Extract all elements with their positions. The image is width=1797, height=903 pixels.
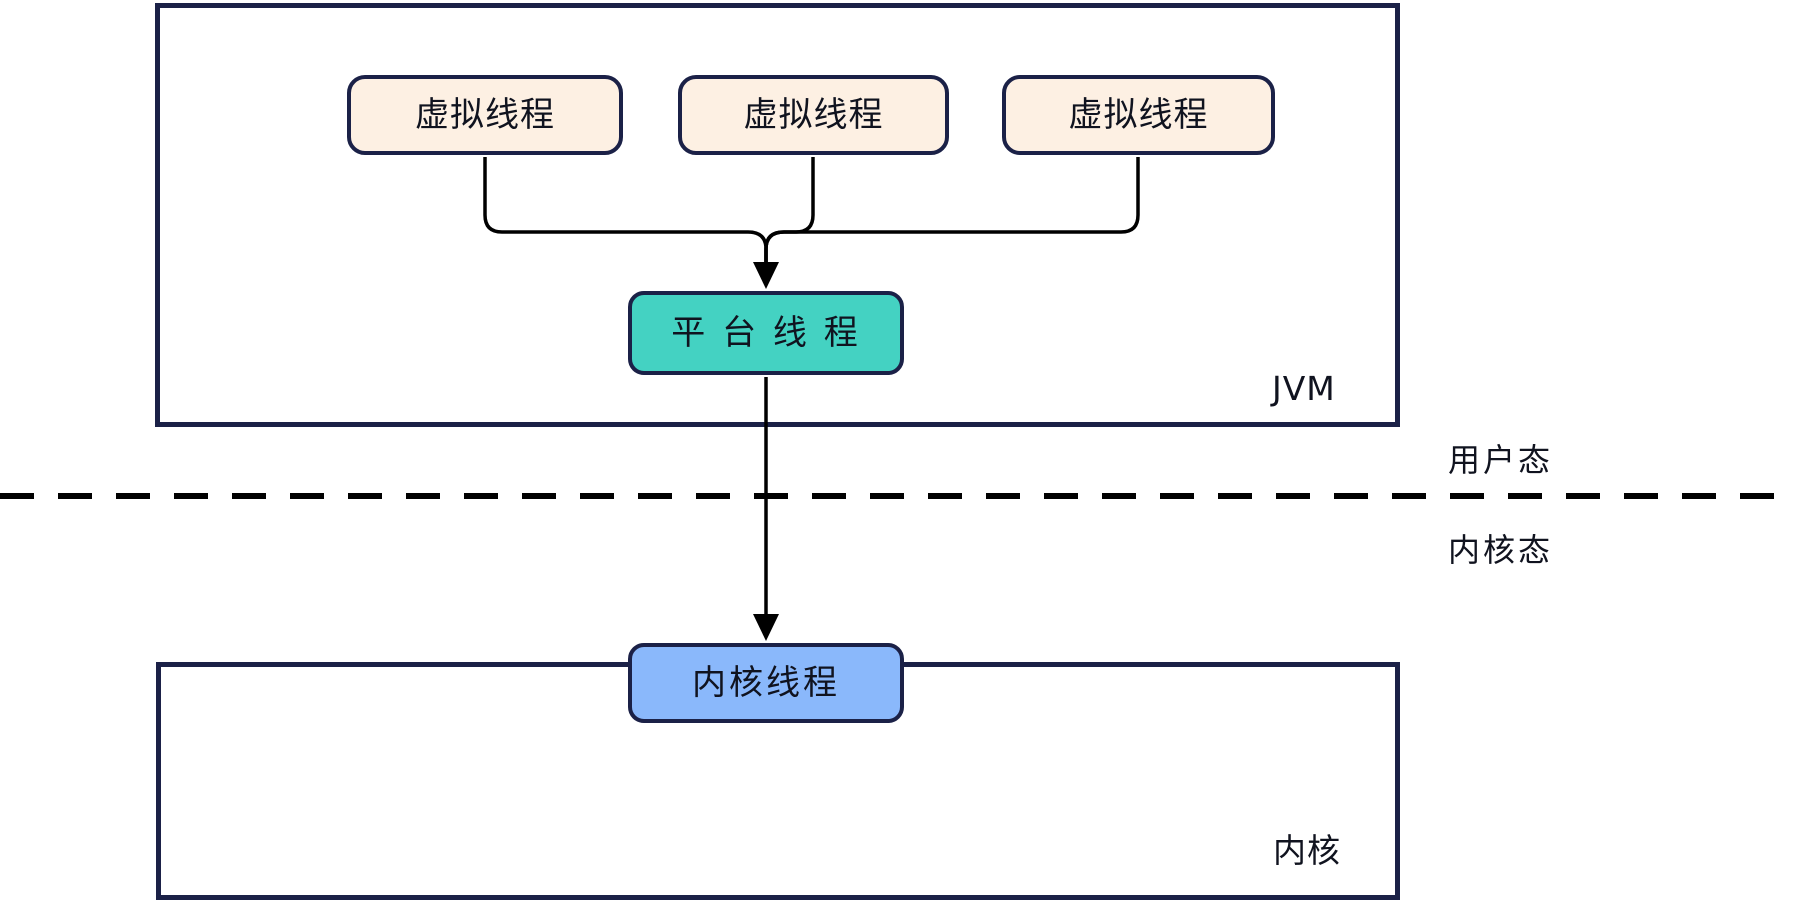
arrowhead-to-kernel-thread	[753, 614, 779, 641]
node-label-virtual-thread-2: 虚拟线程	[743, 95, 884, 135]
jvm-region-label: JVM	[1272, 369, 1336, 408]
edge-vthread1-to-platform	[483, 157, 768, 268]
edge-vthread3-to-platform	[764, 157, 1140, 268]
node-virtual-thread-1[interactable]: 虚拟线程	[347, 75, 623, 155]
node-label-kernel-thread: 内核线程	[692, 663, 840, 703]
user-mode-label: 用户态	[1448, 441, 1554, 479]
node-label-virtual-thread-3: 虚拟线程	[1068, 95, 1209, 135]
node-kernel-thread[interactable]: 内核线程	[628, 643, 904, 723]
edge-vthread2-to-platform	[764, 157, 815, 268]
node-label-platform-thread: 平 台 线 程	[671, 313, 861, 353]
arrowhead-to-platform-thread	[753, 262, 779, 289]
node-virtual-thread-2[interactable]: 虚拟线程	[678, 75, 949, 155]
kernel-mode-label: 内核态	[1448, 531, 1554, 569]
jvm-region-box	[155, 3, 1400, 427]
kernel-region-label: 内核	[1273, 831, 1341, 870]
node-platform-thread[interactable]: 平 台 线 程	[628, 291, 904, 375]
node-virtual-thread-3[interactable]: 虚拟线程	[1002, 75, 1275, 155]
node-label-virtual-thread-1: 虚拟线程	[415, 95, 555, 135]
